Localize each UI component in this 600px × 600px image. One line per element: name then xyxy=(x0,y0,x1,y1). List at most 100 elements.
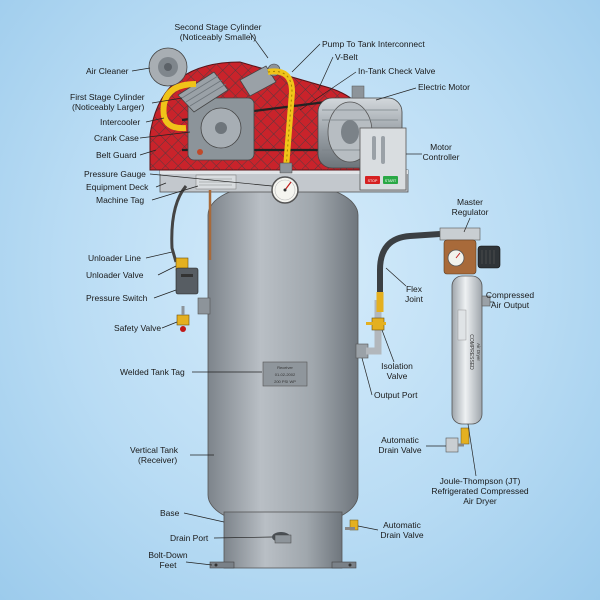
label-equipment-deck-text: Equipment Deck xyxy=(86,182,149,192)
label-belt-guard-text: Belt Guard xyxy=(96,150,137,160)
label-check-valve: In-Tank Check Valve xyxy=(299,66,436,111)
dryer-drain-valve xyxy=(445,427,470,453)
bolt-down-feet xyxy=(209,561,357,569)
start-button xyxy=(383,176,398,184)
label-machine-tag-text: Machine Tag xyxy=(96,195,144,205)
label-second-stage-line-2: (Noticeably Smaller) xyxy=(180,32,257,42)
label-first-stage-cylinder: First Stage Cylinder (Noticeably Larger) xyxy=(70,92,183,112)
label-compressed-output-line-2: Air Output xyxy=(491,300,530,310)
in-tank-check-valve xyxy=(279,162,293,174)
label-jt-dryer-line-2: Refrigerated Compressed xyxy=(431,486,529,496)
start-button-label: START xyxy=(385,179,397,183)
drain-port xyxy=(272,532,292,544)
pressure-gauge xyxy=(271,176,299,204)
label-flex-joint-line-2: Joint xyxy=(405,294,424,304)
label-compressed-output: Compressed Air Output xyxy=(486,290,534,310)
tank-tag-line-2: 01-02-2002 xyxy=(275,372,296,377)
label-dryer-drain-line-2: Drain Valve xyxy=(378,445,422,455)
label-unloader-valve-text: Unloader Valve xyxy=(86,270,144,280)
label-welded-tank-tag-text: Welded Tank Tag xyxy=(120,367,185,377)
label-safety-valve: Safety Valve xyxy=(114,321,178,333)
safety-valve xyxy=(176,306,190,332)
label-electric-motor-text: Electric Motor xyxy=(418,82,470,92)
label-vertical-tank-line-1: Vertical Tank xyxy=(130,445,179,455)
vertical-tank xyxy=(207,184,359,526)
label-crank-case-text: Crank Case xyxy=(94,133,139,143)
label-v-belt: V-Belt xyxy=(317,52,358,91)
label-v-belt-text: V-Belt xyxy=(335,52,358,62)
label-jt-dryer-line-1: Joule-Thompson (JT) xyxy=(440,476,521,486)
label-pump-interconnect-text: Pump To Tank Interconnect xyxy=(322,39,425,49)
label-pressure-gauge-text: Pressure Gauge xyxy=(84,169,146,179)
compressed-air-output xyxy=(481,295,491,307)
label-dryer-drain-valve: Automatic Drain Valve xyxy=(378,435,446,455)
label-isolation-valve-line-2: Valve xyxy=(387,371,408,381)
label-motor-controller-line-1: Motor xyxy=(430,142,452,152)
label-master-regulator-line-2: Regulator xyxy=(452,207,489,217)
label-pressure-switch: Pressure Switch xyxy=(86,289,177,303)
label-base-drain-line-2: Drain Valve xyxy=(380,530,424,540)
tank-tag-line-1: Receiver xyxy=(277,365,293,370)
pressure-switch xyxy=(175,267,199,295)
label-belt-guard: Belt Guard xyxy=(96,149,157,160)
master-regulator xyxy=(439,227,501,275)
label-compressed-output-line-1: Compressed xyxy=(486,290,534,300)
label-base-drain-valve: Automatic Drain Valve xyxy=(357,520,424,540)
intercooler xyxy=(160,81,197,132)
isolation-valve xyxy=(366,317,386,331)
tank-side-fitting xyxy=(197,297,211,315)
machine-tag xyxy=(195,174,237,190)
unloader-line xyxy=(170,185,212,263)
label-machine-tag: Machine Tag xyxy=(96,185,199,205)
label-flex-joint: Flex Joint xyxy=(385,267,424,304)
dryer-main-label: COMPRESSED xyxy=(468,334,474,370)
label-intercooler: Intercooler xyxy=(100,117,165,127)
label-base-text: Base xyxy=(160,508,180,518)
label-isolation-valve-line-1: Isolation xyxy=(381,361,413,371)
label-dryer-drain-line-1: Automatic xyxy=(381,435,420,445)
stop-button-label: STOP xyxy=(368,179,378,183)
label-electric-motor: Electric Motor xyxy=(375,82,470,101)
pump-to-tank-interconnect xyxy=(267,68,296,169)
label-base: Base xyxy=(160,508,225,523)
label-unloader-line-text: Unloader Line xyxy=(88,253,141,263)
label-unloader-line: Unloader Line xyxy=(88,251,173,263)
label-pressure-gauge: Pressure Gauge xyxy=(84,169,273,187)
crank-case xyxy=(187,97,255,161)
label-equipment-deck: Equipment Deck xyxy=(86,182,167,192)
label-bolt-down-feet: Bolt-Down Feet xyxy=(148,550,213,570)
welded-tank-tag: Receiver 01-02-2002 200 PSI WP xyxy=(262,361,308,387)
label-jt-dryer: Joule-Thompson (JT) Refrigerated Compres… xyxy=(431,423,529,506)
label-output-port-text: Output Port xyxy=(374,390,418,400)
label-welded-tank-tag: Welded Tank Tag xyxy=(120,367,262,377)
label-motor-controller-line-2: Controller xyxy=(423,152,460,162)
label-safety-valve-text: Safety Valve xyxy=(114,323,161,333)
label-vertical-tank: Vertical Tank (Receiver) xyxy=(130,445,214,465)
label-first-stage-line-2: (Noticeably Larger) xyxy=(72,102,144,112)
label-bolt-down-line-2: Feet xyxy=(159,560,177,570)
output-port xyxy=(355,300,382,359)
tank-tag-line-3: 200 PSI WP xyxy=(274,379,296,384)
label-pump-interconnect: Pump To Tank Interconnect xyxy=(291,39,425,73)
label-air-cleaner-text: Air Cleaner xyxy=(86,66,129,76)
base-drain-valve xyxy=(345,519,359,531)
label-drain-port-text: Drain Port xyxy=(170,533,209,543)
label-crank-case: Crank Case xyxy=(94,131,191,143)
label-check-valve-text: In-Tank Check Valve xyxy=(358,66,436,76)
label-output-port: Output Port xyxy=(361,357,418,400)
label-flex-joint-line-1: Flex xyxy=(406,284,423,294)
dryer-sub-label: Air Dryer xyxy=(476,343,481,361)
label-master-regulator: Master Regulator xyxy=(452,197,489,233)
label-vertical-tank-line-2: (Receiver) xyxy=(138,455,177,465)
jt-refrigerated-dryer: COMPRESSED Air Dryer xyxy=(451,275,483,425)
label-master-regulator-line-1: Master xyxy=(457,197,483,207)
label-second-stage-line-1: Second Stage Cylinder xyxy=(175,22,262,32)
flex-joint xyxy=(376,231,441,312)
label-unloader-valve: Unloader Valve xyxy=(86,265,177,280)
label-drain-port: Drain Port xyxy=(170,533,273,543)
label-pressure-switch-text: Pressure Switch xyxy=(86,293,148,303)
label-motor-controller: Motor Controller xyxy=(406,142,460,162)
label-jt-dryer-line-3: Air Dryer xyxy=(463,496,497,506)
label-base-drain-line-1: Automatic xyxy=(383,520,422,530)
